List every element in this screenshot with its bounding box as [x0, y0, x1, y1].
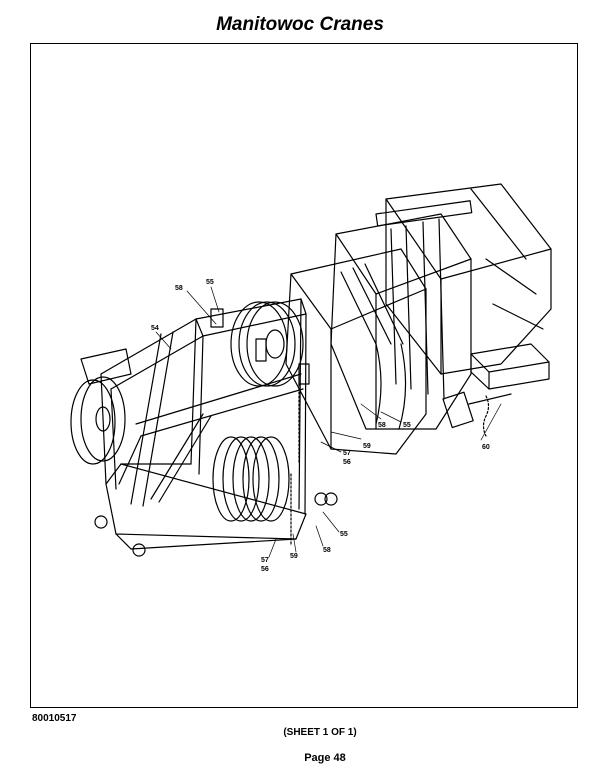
- document-number: 80010517: [32, 713, 77, 724]
- drawing-frame: 55 58 54 58 55 59 57 56 60 55 58 59 57 5…: [30, 43, 578, 708]
- callout-59: 59: [290, 553, 298, 560]
- pins: [94, 308, 338, 557]
- upper-sheave: [230, 301, 304, 387]
- parts-diagram: 55 58 54 58 55 59 57 56 60 55 58 59 57 5…: [70, 183, 552, 573]
- callout-60: 60: [482, 444, 490, 451]
- callout-56: 56: [343, 459, 351, 466]
- callout-54: 54: [151, 325, 159, 332]
- callout-57: 57: [343, 450, 351, 457]
- callout-58: 58: [323, 547, 331, 554]
- callout-55: 55: [340, 531, 348, 538]
- callout-57: 57: [261, 557, 269, 564]
- left-sheave: [70, 348, 132, 465]
- sheet-label: (SHEET 1 OF 1): [283, 727, 357, 738]
- page-number: Page 48: [304, 752, 346, 764]
- connecting-bar: [442, 343, 550, 437]
- callout-55: 55: [403, 422, 411, 429]
- leader-lines: [155, 286, 502, 558]
- boom-section-near: [285, 248, 427, 455]
- boom-section-far: [385, 183, 552, 375]
- callout-58: 58: [175, 285, 183, 292]
- lower-sheave: [212, 436, 290, 522]
- page-title: Manitowoc Cranes: [216, 14, 384, 35]
- boom-section-mid: [330, 200, 473, 430]
- gantry-frame: [100, 298, 307, 550]
- callout-59: 59: [363, 443, 371, 450]
- callout-58: 58: [378, 422, 386, 429]
- callout-55: 55: [206, 279, 214, 286]
- callout-56: 56: [261, 566, 269, 573]
